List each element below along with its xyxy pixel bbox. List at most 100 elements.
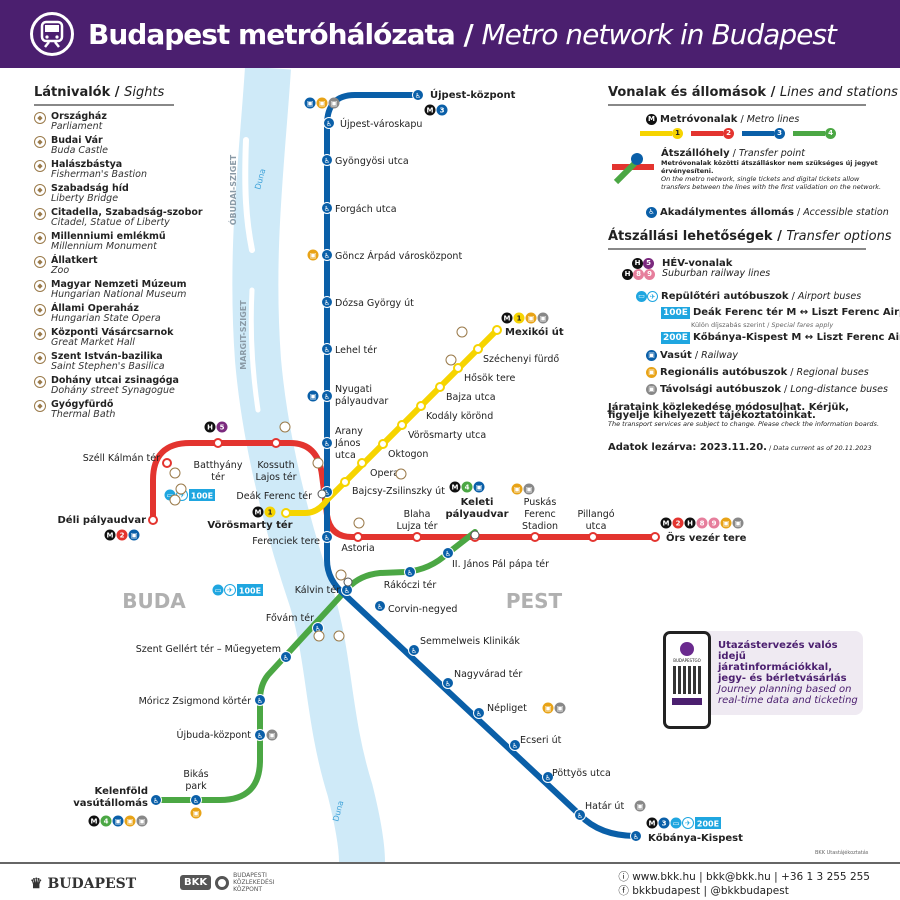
sight-marker-icon xyxy=(333,630,345,642)
airport-bus-tag-label: 100E xyxy=(191,492,213,501)
station-label-m4: Fővám tér xyxy=(266,613,314,624)
3-badge-label: 3 xyxy=(440,107,445,115)
station-m1 xyxy=(492,325,502,335)
station-label-m3: Nagyvárad tér xyxy=(454,669,522,680)
M-badge-label: M xyxy=(452,484,459,492)
wheelchair-icon: ♿ xyxy=(445,680,451,688)
wheelchair-icon: ♿ xyxy=(445,550,451,558)
sight-marker-icon xyxy=(335,569,347,581)
station-m2 xyxy=(162,458,172,468)
5-badge-label: 5 xyxy=(220,424,225,432)
wheelchair-icon: ♿ xyxy=(324,205,330,213)
station-m2 xyxy=(650,532,660,542)
long-icon xyxy=(328,97,340,109)
wheelchair-icon: ♿ xyxy=(193,797,199,805)
station-label-m2: Batthyány xyxy=(194,460,243,471)
train-icon xyxy=(128,529,140,541)
9-icon xyxy=(708,517,720,529)
social-info[interactable]: ⓕ bkkbudapest | @bkkbudapest xyxy=(618,885,789,897)
station-m2 xyxy=(588,532,598,542)
bus-badge-label: ▭ xyxy=(215,587,222,595)
station-m1 xyxy=(416,401,426,411)
station-label-m4: Móricz Zsigmond körtér xyxy=(139,696,251,707)
accessible-station-m3 xyxy=(321,296,333,308)
wheelchair-icon: ♿ xyxy=(344,587,350,595)
sight-marker-icon xyxy=(456,326,468,338)
sight-icon: ◆ xyxy=(34,328,46,340)
wheelchair-icon: ♿ xyxy=(407,569,413,577)
1-badge-label: 1 xyxy=(517,315,522,323)
sight-icon: ◆ xyxy=(34,232,46,244)
accessible-station-m3 xyxy=(321,437,333,449)
wheelchair-icon: ♿ xyxy=(324,534,330,542)
accessible-station-m3 xyxy=(509,739,521,751)
station-label-m1: Széchenyi fürdő xyxy=(483,354,559,365)
contact-info[interactable]: ⓘ www.bkk.hu | bkk@bkk.hu | +36 1 3 255 … xyxy=(618,871,870,883)
long-icon xyxy=(266,729,278,741)
legend-long: ▣ Távolsági autóbuszok / Long-distance b… xyxy=(646,384,888,395)
plane-icon xyxy=(682,817,694,829)
station-label-m2: Astoria xyxy=(341,543,374,554)
legend-200e: 200E Kőbánya-Kispest M ↔ Liszt Ferenc Ai… xyxy=(661,332,900,344)
regional-badge-label: ▣ xyxy=(545,705,552,713)
station-m2 xyxy=(148,515,158,525)
sight-icon: ◆ xyxy=(34,256,46,268)
4-badge-label: 4 xyxy=(104,818,109,826)
station-m2 xyxy=(530,532,540,542)
M-icon xyxy=(501,312,513,324)
station-m1 xyxy=(473,344,483,354)
wheelchair-icon: ♿ xyxy=(257,697,263,705)
wheelchair-icon: ♿ xyxy=(283,654,289,662)
regional-badge-label: ▣ xyxy=(310,252,317,260)
station-label-m3: Deák Ferenc tér xyxy=(236,491,312,502)
M-badge-label: M xyxy=(663,520,670,528)
station-label-m1: Bajza utca xyxy=(446,392,496,403)
long-badge-label: ▣ xyxy=(331,100,338,108)
station-label-m1: Oktogon xyxy=(388,449,428,460)
wheelchair-icon: ♿ xyxy=(324,346,330,354)
regional-badge-label: ▣ xyxy=(723,520,730,528)
accessible-station-m3 xyxy=(574,809,586,821)
2-icon xyxy=(116,529,128,541)
accessible-station-m3 xyxy=(321,249,333,261)
regional-badge-label: ▣ xyxy=(514,486,521,494)
bus-icon xyxy=(212,584,224,596)
accessible-station-m3 xyxy=(442,677,454,689)
transfer-point xyxy=(470,530,480,540)
line-m1 xyxy=(283,327,500,516)
accessible-station-m3 xyxy=(321,343,333,355)
M-icon xyxy=(252,506,264,518)
qr-code-icon xyxy=(673,666,701,694)
train-badge-label: ▣ xyxy=(131,532,138,540)
station-m1 xyxy=(397,420,407,430)
station-m1 xyxy=(453,363,463,373)
station-m1 xyxy=(340,477,350,487)
budapestgo-logo-icon xyxy=(680,642,694,656)
station-label-m1: Kodály körönd xyxy=(426,411,493,422)
wheelchair-icon: ♿ xyxy=(326,120,332,128)
wheelchair-icon: ♿ xyxy=(415,92,421,100)
station-label-m3: Határ út xyxy=(585,801,624,812)
station-label-m3: Arany xyxy=(335,426,363,437)
regional-icon xyxy=(511,483,523,495)
long-badge-label: ▣ xyxy=(139,818,146,826)
margit-sziget-label: MARGIT-SZIGET xyxy=(239,300,248,370)
airport-bus-tag xyxy=(189,489,215,501)
wheelchair-icon: ♿ xyxy=(633,833,639,841)
station-label-m3: Corvin-negyed xyxy=(388,604,457,615)
station-label-m3: Forgách utca xyxy=(335,204,397,215)
airport-bus-tag-label: 200E xyxy=(697,820,719,829)
3-badge-label: 3 xyxy=(662,820,667,828)
M-badge-label: M xyxy=(91,818,98,826)
M-icon xyxy=(104,529,116,541)
train-icon xyxy=(307,390,319,402)
station-label-m2: pályaudvar xyxy=(445,508,508,520)
airport-bus-tag-label: 100E xyxy=(239,587,261,596)
station-label-m3: János xyxy=(334,438,360,449)
